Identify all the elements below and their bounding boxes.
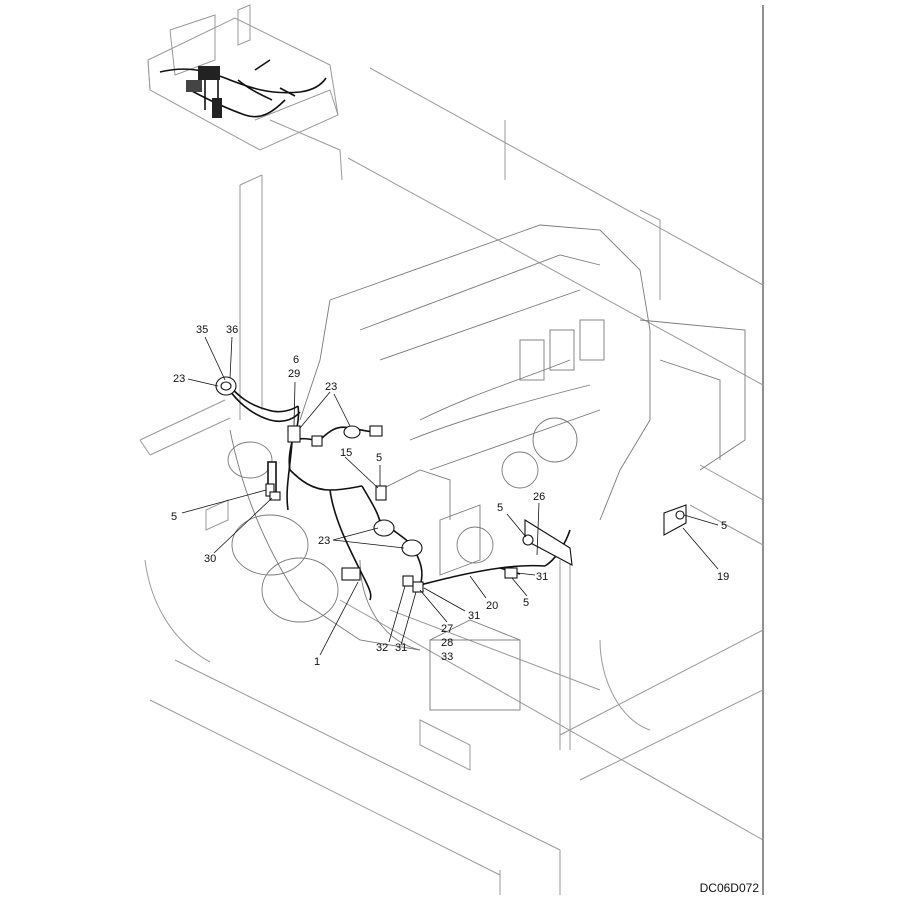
connector-part-6 (287, 425, 301, 443)
callout-5-right: 5 (721, 520, 727, 532)
grommet-inner-23 (220, 381, 232, 391)
bracket-part-19 (663, 504, 687, 536)
callout-33: 33 (441, 651, 453, 663)
callout-31-mid: 31 (468, 610, 480, 622)
callout-27: 27 (441, 623, 453, 635)
machine-overview-inset (147, 4, 339, 151)
callout-23-lower: 23 (318, 535, 330, 547)
callout-1: 1 (314, 656, 320, 668)
callout-23-left: 23 (173, 373, 185, 385)
clamp-part-23-lower-b (401, 539, 423, 557)
parts-group (215, 376, 687, 593)
callout-5-upper: 5 (376, 452, 382, 464)
callout-5-left: 5 (171, 511, 177, 523)
bolt-part-5-right (675, 510, 685, 520)
callout-30: 30 (204, 553, 216, 565)
callout-29: 29 (288, 368, 300, 380)
connector-part-29 (311, 435, 323, 447)
clip-part-30 (269, 491, 281, 501)
callout-20: 20 (486, 600, 498, 612)
bracket-part-5-upper (375, 485, 387, 501)
clamp-part-23-upper (343, 425, 361, 439)
bracket-part-26 (524, 519, 573, 566)
callout-26: 26 (533, 491, 545, 503)
sensor-part-31 (412, 581, 424, 593)
callout-5-bracket: 5 (497, 502, 503, 514)
leader-lines (181, 336, 719, 656)
callout-36: 36 (226, 324, 238, 336)
machine-frame-outline (139, 67, 764, 895)
bolt-part-5 (522, 534, 534, 546)
callout-23-top: 23 (325, 381, 337, 393)
callout-31-lower: 31 (395, 642, 407, 654)
callout-labels: 35 36 6 29 23 23 15 5 5 30 23 1 32 31 27… (171, 324, 729, 668)
callout-28: 28 (441, 637, 453, 649)
connector-part-1 (341, 567, 361, 581)
callout-6: 6 (293, 354, 299, 366)
callout-32: 32 (376, 642, 388, 654)
callout-15: 15 (340, 447, 352, 459)
callout-19: 19 (717, 571, 729, 583)
engine-outline (227, 224, 746, 711)
sensor-part-32 (402, 575, 414, 587)
callout-35: 35 (196, 324, 208, 336)
callout-5-bottom: 5 (523, 597, 529, 609)
callout-31-right: 31 (536, 571, 548, 583)
clamp-part-23-lower-a (373, 519, 395, 537)
drawing-code: DC06D072 (699, 881, 759, 895)
clip-part-31 (504, 567, 518, 579)
connector-part-15 (369, 425, 383, 437)
